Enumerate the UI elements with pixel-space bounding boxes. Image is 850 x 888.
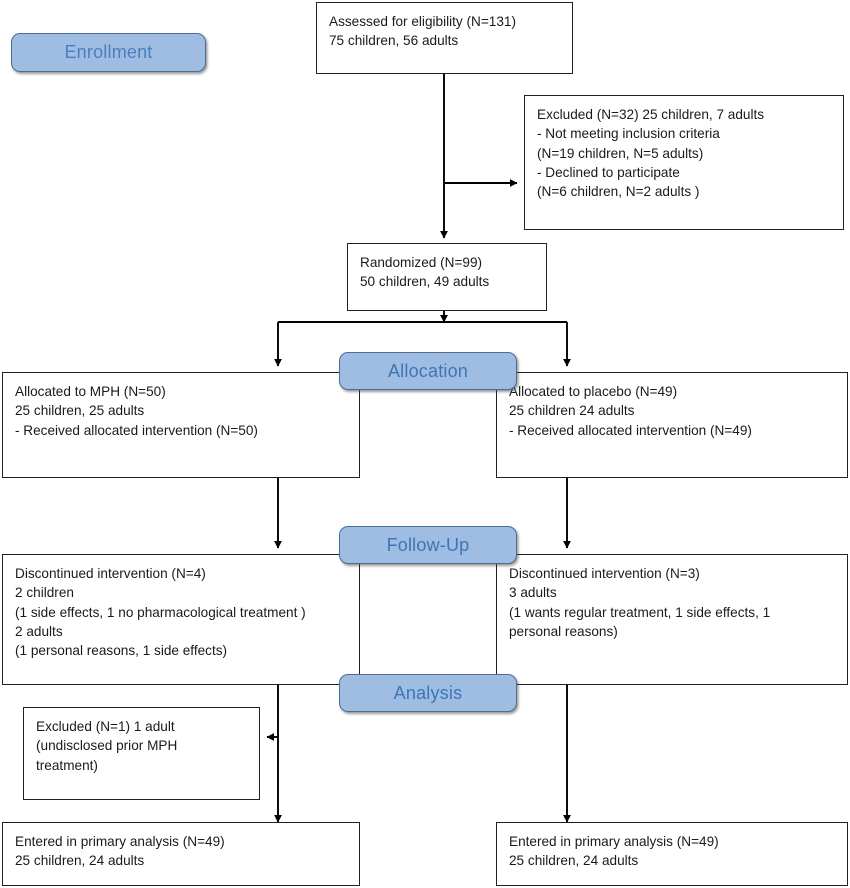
node-allocated-mph: Allocated to MPH (N=50) 25 children, 25 … <box>2 372 360 478</box>
stage-label-followup: Follow-Up <box>339 526 517 564</box>
node-allocated-placebo: Allocated to placebo (N=49) 25 children … <box>496 372 848 478</box>
node-discontinued-mph: Discontinued intervention (N=4) 2 childr… <box>2 554 360 685</box>
stage-label-enrollment-text: Enrollment <box>64 42 153 62</box>
stage-label-allocation: Allocation <box>339 352 517 390</box>
node-assessed-for-eligibility: Assessed for eligibility (N=131) 75 chil… <box>316 2 573 74</box>
stage-label-allocation-text: Allocation <box>387 360 469 381</box>
node-excluded-analysis: Excluded (N=1) 1 adult (undisclosed prio… <box>23 707 260 800</box>
node-analysis-placebo: Entered in primary analysis (N=49) 25 ch… <box>496 822 848 886</box>
node-excluded: Excluded (N=32) 25 children, 7 adults - … <box>524 95 844 230</box>
stage-label-analysis-text: Analysis <box>393 682 463 703</box>
node-discontinued-placebo: Discontinued intervention (N=3) 3 adults… <box>496 554 848 685</box>
stage-label-enrollment: Enrollment <box>11 33 206 72</box>
node-randomized: Randomized (N=99) 50 children, 49 adults <box>347 243 547 311</box>
stage-label-analysis: Analysis <box>339 674 517 712</box>
node-analysis-mph: Entered in primary analysis (N=49) 25 ch… <box>2 822 360 886</box>
stage-label-followup-text: Follow-Up <box>386 534 470 555</box>
